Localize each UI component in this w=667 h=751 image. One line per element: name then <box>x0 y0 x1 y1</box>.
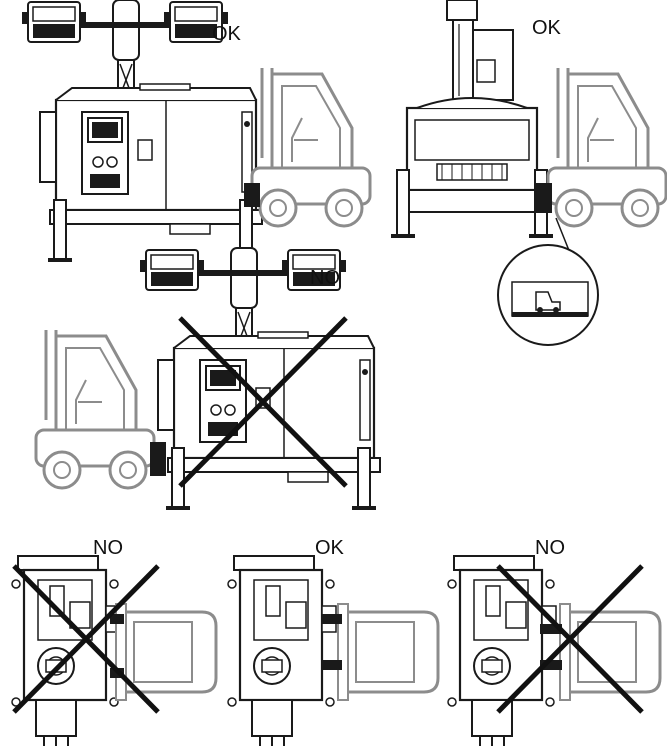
scene-end-ok <box>389 0 667 346</box>
scene-middle-no <box>34 248 380 510</box>
forklift-middle <box>34 328 156 490</box>
scene-top-ok-center <box>226 554 440 750</box>
label-top-right: OK <box>532 17 561 39</box>
forklift-sign-icon <box>535 291 561 311</box>
scene-side-ok <box>22 0 372 262</box>
forklift-end <box>546 66 667 228</box>
forklift-side <box>250 66 372 228</box>
label-bottom-right: NO <box>535 537 565 559</box>
scene-top-no-right <box>446 554 662 750</box>
scene-top-no-left <box>10 554 218 750</box>
label-bottom-center: OK <box>315 537 344 559</box>
label-top-left: OK <box>212 23 241 45</box>
cross-line <box>178 316 348 488</box>
fork-tines <box>244 183 260 207</box>
label-middle: NO <box>310 267 340 289</box>
label-bottom-left: NO <box>93 537 123 559</box>
